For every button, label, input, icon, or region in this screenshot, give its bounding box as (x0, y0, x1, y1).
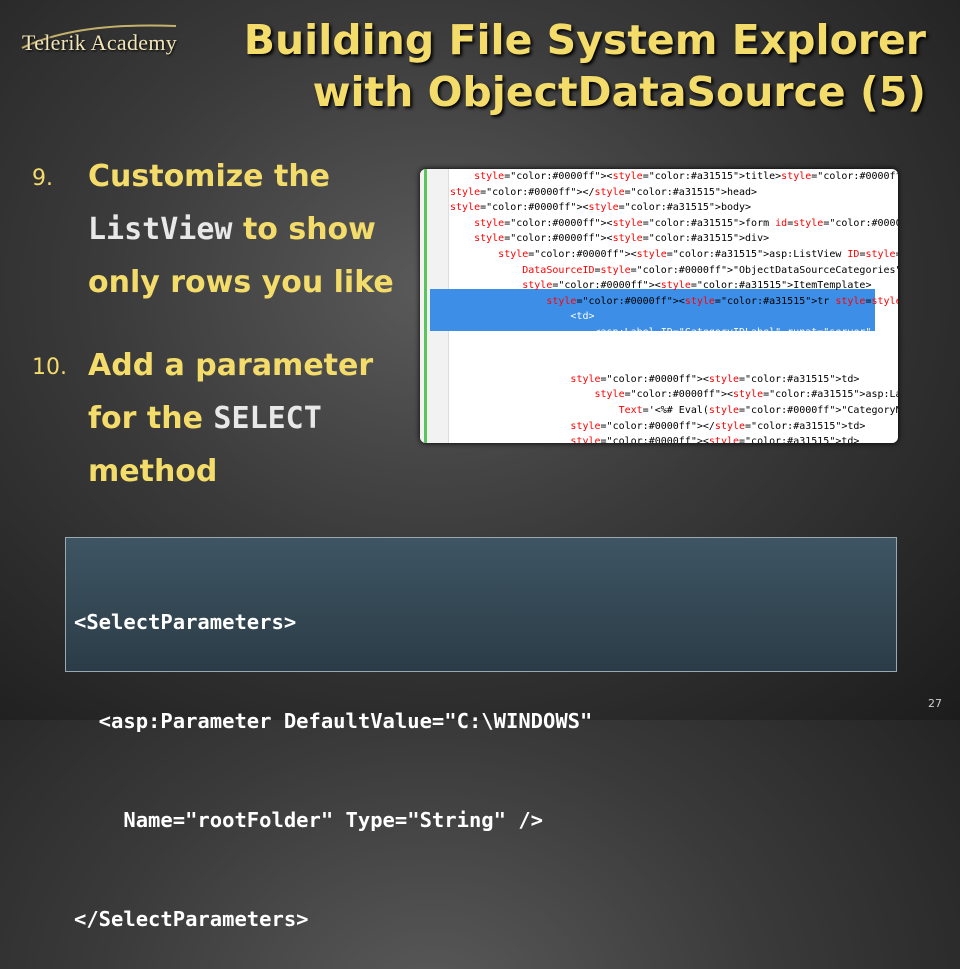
editor-code-line: style="color:#0000ff"><style="color:#a31… (546, 295, 898, 307)
code-line: </SelectParameters> (74, 907, 309, 931)
editor-code-line: style="color:#0000ff"><style="color:#a31… (450, 202, 752, 214)
editor-code-line: Text='<%# Eval("CategoryID") %>' /> (450, 342, 830, 354)
code-editor-screenshot: style="color:#0000ff"><style="color:#a31… (420, 169, 898, 443)
code-term-select: SELECT (213, 401, 322, 436)
step-text-line: for the (88, 401, 214, 436)
code-line: Name="rootFolder" Type="String" /> (74, 808, 543, 832)
editor-code-line: style="color:#0000ff"><style="color:#a31… (594, 389, 899, 401)
editor-code-line: style="color:#0000ff"><style="color:#a31… (474, 171, 898, 182)
code-line: <SelectParameters> (74, 610, 297, 634)
step-text-line: Add a parameter (88, 348, 374, 383)
editor-code-line: style="color:#0000ff"><style="color:#a31… (522, 280, 872, 292)
step-9: 9. Customize the ListView to show only r… (32, 150, 422, 309)
editor-code-line: style="color:#0000ff"><style="color:#a31… (474, 217, 898, 229)
steps-list: 9. Customize the ListView to show only r… (32, 150, 422, 498)
editor-code: style="color:#0000ff"><style="color:#a31… (450, 169, 898, 443)
editor-code-line: style="color:#0000ff"><style="color:#a31… (498, 248, 898, 260)
title-line-1: Building File System Explorer (243, 16, 926, 64)
editor-code-line: <td> (450, 311, 595, 323)
slide-title: Building File System Explorer with Objec… (244, 14, 926, 118)
editor-code-line: style="color:#0000ff"><style="color:#a31… (570, 373, 860, 385)
step-10: 10. Add a parameter for the SELECT metho… (32, 339, 422, 498)
logo-text: Telerik Academy (22, 30, 178, 55)
editor-code-line: DataSourceID=style="color:#0000ff">"Obje… (522, 264, 898, 276)
code-line: <asp:Parameter DefaultValue="C:\WINDOWS" (74, 709, 593, 733)
code-box: <SelectParameters> <asp:Parameter Defaul… (65, 537, 897, 931)
telerik-academy-logo: Telerik Academy (22, 30, 177, 56)
editor-code-line: style="color:#0000ff"></style="color:#a3… (450, 186, 758, 198)
step-text-line: method (88, 454, 218, 489)
editor-code-line: style="color:#0000ff"><style="color:#a31… (570, 436, 860, 443)
step-number: 10. (32, 355, 67, 380)
editor-code-line: Text='<%# Eval(style="color:#0000ff">"Ca… (618, 404, 898, 416)
code-term-listview: ListView (88, 212, 233, 247)
step-text: Customize the ListView to show only rows… (88, 150, 394, 309)
title-line-2: with ObjectDataSource (5) (312, 68, 926, 116)
editor-code-line: <asp:Label ID="CategoryIDLabel" runat="s… (450, 326, 872, 338)
step-text-line: only rows you like (88, 265, 394, 300)
page-number: 27 (928, 697, 942, 710)
editor-code-line: </td> (450, 358, 601, 370)
step-text-line: to show (232, 212, 376, 247)
editor-code-line: style="color:#0000ff"><style="color:#a31… (474, 233, 770, 245)
logo-swoosh-icon (21, 24, 177, 49)
change-indicator-bar (424, 169, 427, 443)
selection-highlight (430, 289, 875, 331)
step-number: 9. (32, 166, 53, 191)
editor-code-line: style="color:#0000ff"></style="color:#a3… (570, 420, 866, 432)
step-text-line: Customize the (88, 159, 331, 194)
step-text: Add a parameter for the SELECT method (88, 339, 373, 498)
